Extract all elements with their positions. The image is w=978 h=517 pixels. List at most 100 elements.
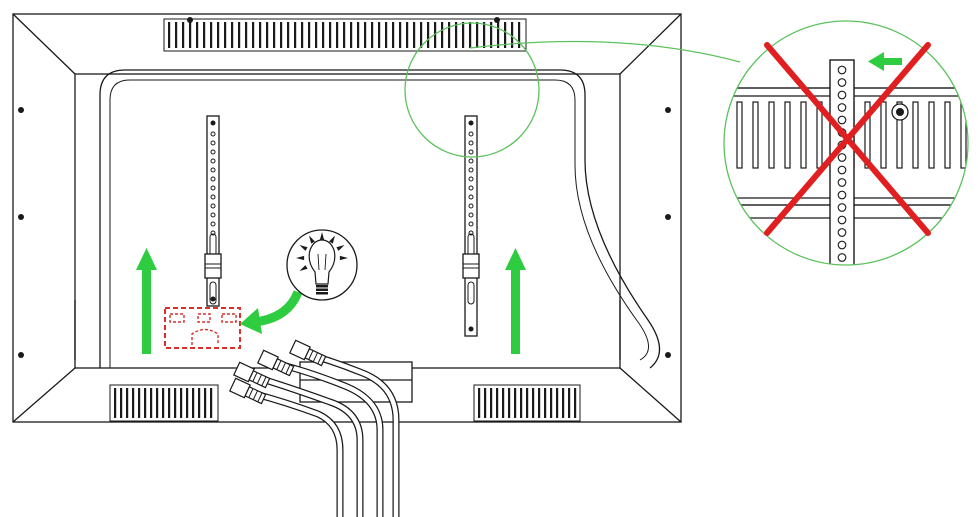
vent-slot bbox=[532, 388, 535, 418]
vent-slot bbox=[336, 22, 339, 48]
vent-slot bbox=[511, 22, 514, 48]
vent-slot bbox=[301, 22, 304, 48]
vent-slot bbox=[406, 22, 409, 48]
vent-slot bbox=[120, 388, 123, 418]
vent-slot bbox=[252, 22, 255, 48]
vent-slot bbox=[210, 388, 213, 418]
vent-slot bbox=[259, 22, 262, 48]
bottom-vent-left bbox=[109, 384, 219, 422]
vent-slot bbox=[138, 388, 141, 418]
bracket-hole bbox=[210, 167, 216, 173]
vent-slot bbox=[520, 388, 523, 418]
vent-slot bbox=[231, 22, 234, 48]
vent-slot bbox=[502, 388, 505, 418]
vent-slot bbox=[434, 22, 437, 48]
vent-slot bbox=[273, 22, 276, 48]
vent-slot bbox=[364, 22, 367, 48]
vent-slot bbox=[490, 22, 493, 48]
vent-slot bbox=[175, 22, 178, 48]
vent-slot bbox=[280, 22, 283, 48]
bracket-hole bbox=[210, 131, 216, 137]
vent-slot bbox=[315, 22, 318, 48]
top-vents bbox=[163, 18, 527, 52]
bottom-vent-right bbox=[473, 384, 581, 422]
vent-slot bbox=[562, 388, 565, 418]
bracket-hole bbox=[468, 131, 474, 137]
vent-slot bbox=[186, 388, 189, 418]
bracket-hole bbox=[468, 176, 474, 182]
bracket-hole bbox=[468, 203, 474, 209]
vent-slot bbox=[413, 22, 416, 48]
bracket-hole bbox=[468, 140, 474, 146]
vent-slot bbox=[478, 388, 481, 418]
vent-slot bbox=[224, 22, 227, 48]
vent-slot bbox=[518, 22, 521, 48]
vent-slot bbox=[210, 22, 213, 48]
vent-slot bbox=[378, 22, 381, 48]
mount-bracket-right bbox=[462, 115, 480, 337]
vent-slot bbox=[238, 22, 241, 48]
screw-holes bbox=[18, 17, 671, 358]
callout-source-circle bbox=[404, 22, 540, 158]
bracket-hole bbox=[468, 212, 474, 218]
green-arrow-icon bbox=[505, 248, 526, 354]
bracket-hole bbox=[468, 149, 474, 155]
bracket-hole bbox=[210, 203, 216, 209]
vent-slot bbox=[144, 388, 147, 418]
vent-slot bbox=[476, 22, 479, 48]
vent-slot bbox=[180, 388, 183, 418]
bracket-hole bbox=[210, 140, 216, 146]
vent-slot bbox=[196, 22, 199, 48]
vent-slot bbox=[544, 388, 547, 418]
vent-slot bbox=[504, 22, 507, 48]
vent-slot bbox=[343, 22, 346, 48]
vent-slot bbox=[162, 388, 165, 418]
vent-slot bbox=[448, 22, 451, 48]
vent-slot bbox=[114, 388, 117, 418]
vent-slot bbox=[550, 388, 553, 418]
bracket-hole bbox=[468, 167, 474, 173]
power-cable bbox=[239, 386, 344, 517]
vent-slot bbox=[526, 388, 529, 418]
vent-slot bbox=[385, 22, 388, 48]
vent-slot bbox=[217, 22, 220, 48]
vent-slot bbox=[168, 388, 171, 418]
vent-slot bbox=[174, 388, 177, 418]
bracket-hole bbox=[210, 158, 216, 164]
mount-bracket-left bbox=[204, 115, 222, 307]
vent-slot bbox=[192, 388, 195, 418]
bracket-hole bbox=[210, 149, 216, 155]
bracket-hole bbox=[468, 185, 474, 191]
vent-slot bbox=[497, 22, 500, 48]
vent-slot bbox=[420, 22, 423, 48]
vent-slot bbox=[168, 22, 171, 48]
bracket-hole bbox=[468, 221, 474, 227]
vent-slot bbox=[538, 388, 541, 418]
vent-slot bbox=[462, 22, 465, 48]
tv-back-panel bbox=[12, 13, 682, 423]
vent-slot bbox=[126, 388, 129, 418]
vent-slot bbox=[204, 388, 207, 418]
bracket-hole bbox=[210, 230, 216, 236]
vent-slot bbox=[392, 22, 395, 48]
vent-slot bbox=[198, 388, 201, 418]
vent-slot bbox=[203, 22, 206, 48]
vent-slot bbox=[132, 388, 135, 418]
vent-slot bbox=[156, 388, 159, 418]
vent-slot bbox=[508, 388, 511, 418]
slot-highlight-box bbox=[164, 307, 241, 349]
vent-slot bbox=[322, 22, 325, 48]
vent-slot bbox=[150, 388, 153, 418]
bracket-hole bbox=[210, 176, 216, 182]
red-x-icon bbox=[764, 42, 931, 236]
green-arrow-icon bbox=[136, 248, 157, 354]
vent-slot bbox=[427, 22, 430, 48]
lightbulb-icon bbox=[286, 229, 358, 301]
cable-bundle bbox=[228, 339, 413, 517]
curved-pointer-arrow bbox=[240, 290, 303, 334]
vent-slot bbox=[469, 22, 472, 48]
vent-slot bbox=[371, 22, 374, 48]
bracket-hole bbox=[468, 194, 474, 200]
bracket-hole bbox=[210, 221, 216, 227]
